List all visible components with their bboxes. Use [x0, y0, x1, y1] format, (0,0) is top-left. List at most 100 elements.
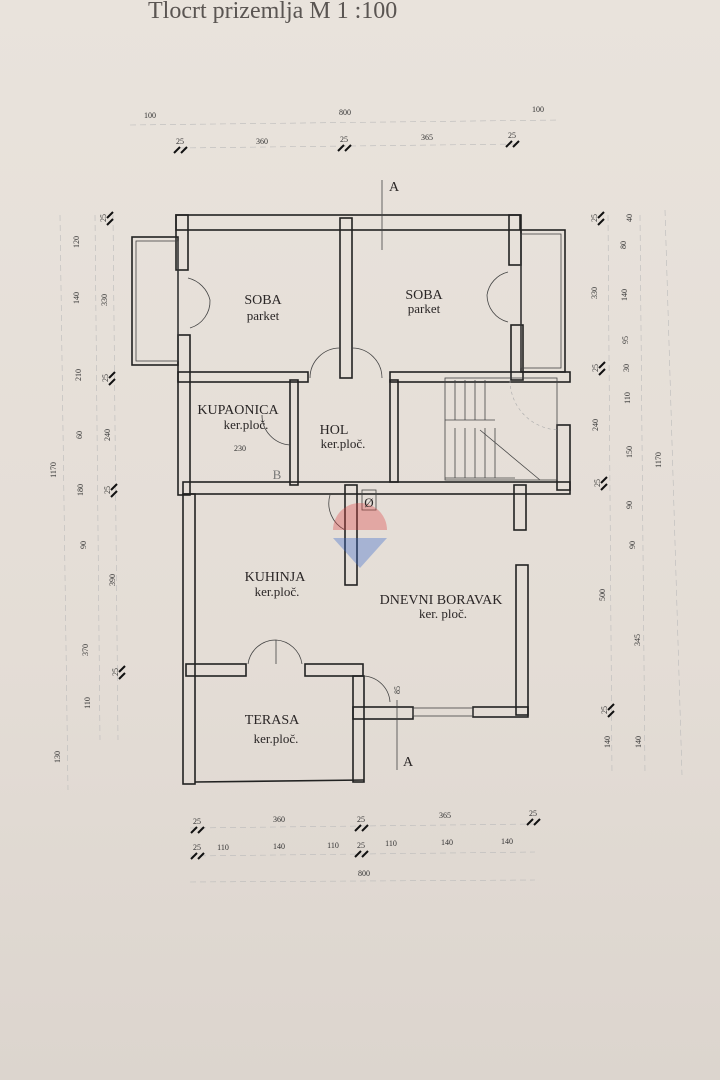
plan-title: Tlocrt prizemlja M 1 :100: [148, 0, 397, 24]
dimension-label: 140: [441, 838, 453, 847]
dimension-label: 390: [108, 574, 117, 586]
dimension-tick: [607, 703, 615, 711]
dimension-label: 365: [439, 811, 451, 820]
stairs: [445, 379, 561, 481]
dimension-tick: [597, 211, 605, 219]
room-floor-terasa: ker.ploč.: [254, 731, 299, 746]
dimension-label: 140: [501, 837, 513, 846]
dimension-tick: [354, 824, 362, 832]
room-floor-dnevni-boravak: ker. ploč.: [419, 606, 467, 621]
dimension-label: 110: [327, 841, 339, 850]
dimension-label: 240: [591, 419, 600, 431]
dimension-tick: [337, 144, 345, 152]
dimension-label: 40: [625, 214, 634, 222]
dimension-label: 25: [529, 809, 537, 818]
dimension-tick: [597, 218, 605, 226]
dimension-label: 110: [217, 843, 229, 852]
dimension-label: 150: [625, 446, 634, 458]
dimension-label: 110: [623, 392, 632, 404]
dimension-label: 25: [593, 479, 602, 487]
dimension-label: 800: [339, 108, 351, 117]
dimension-label: 25: [340, 135, 348, 144]
room-name-kupaonica: KUPAONICA: [197, 403, 279, 418]
dimension-label: 25: [111, 668, 120, 676]
dimension-label: 25: [590, 214, 599, 222]
dimension-label: 80: [619, 241, 628, 249]
dimension-tick: [361, 824, 369, 832]
dimension-label: 25: [357, 815, 365, 824]
dimension-label: 110: [385, 839, 397, 848]
dimension-label: 25: [99, 214, 108, 222]
dimension-tick: [600, 483, 608, 491]
kupaonica-mark: B: [273, 467, 282, 482]
kupaonica-note: 230: [234, 444, 246, 453]
dimension-label: 30: [622, 364, 631, 372]
dimension-label: 25: [193, 817, 201, 826]
dimension-label: 330: [590, 287, 599, 299]
room-name-soba-right: SOBA: [405, 288, 443, 303]
room-name-kuhinja: KUHINJA: [245, 570, 307, 585]
dimension-tick: [118, 665, 126, 673]
dimension-label: 140: [634, 736, 643, 748]
dimension-label: 370: [81, 644, 90, 656]
dimension-label: 90: [628, 541, 637, 549]
dimension-tick: [600, 476, 608, 484]
dimension-tick: [173, 146, 181, 154]
dimension-tick: [110, 483, 118, 491]
dimension-label: 100: [144, 111, 156, 120]
dimension-label: 180: [76, 484, 85, 496]
dimension-tick: [180, 146, 188, 154]
dimension-label: 100: [532, 105, 544, 114]
dimension-tick: [607, 710, 615, 718]
chimney-symbol: Ø: [364, 495, 373, 510]
dimension-label: 25: [103, 486, 112, 494]
dimension-label: 365: [421, 133, 433, 142]
dimension-tick: [505, 140, 513, 148]
section-mark-bottom: A: [403, 755, 414, 770]
dimension-tick: [344, 144, 352, 152]
dimension-tick: [190, 826, 198, 834]
room-floor-hol: ker.ploč.: [321, 436, 366, 451]
dimension-label: 90: [79, 541, 88, 549]
room-floor-kuhinja: ker.ploč.: [255, 584, 300, 599]
remax-watermark-logo: [333, 503, 387, 568]
dimension-tick: [598, 368, 606, 376]
dimension-tick: [354, 850, 362, 858]
dimension-label: 90: [625, 501, 634, 509]
dimension-ticks: [106, 140, 615, 860]
dimension-tick: [197, 852, 205, 860]
room-floor-kupaonica: ker.ploč.: [224, 417, 269, 432]
dimension-label: 330: [100, 294, 109, 306]
dimension-label: 25: [357, 841, 365, 850]
dimension-label: 140: [273, 842, 285, 851]
dimension-label: 500: [598, 589, 607, 601]
dimension-label: 60: [75, 431, 84, 439]
dimension-label: 25: [176, 137, 184, 146]
room-floor-soba-left: parket: [247, 308, 280, 323]
door-dimension: 85: [393, 686, 402, 694]
dimension-tick: [190, 852, 198, 860]
dimension-tick: [106, 218, 114, 226]
dimension-tick: [512, 140, 520, 148]
dimension-label: 1170: [654, 452, 663, 468]
dimension-lines: [59, 119, 683, 883]
dimension-label: 1170: [49, 462, 58, 478]
dimension-tick: [197, 826, 205, 834]
dimension-label: 345: [633, 634, 642, 646]
dimension-label: 360: [256, 137, 268, 146]
dimension-tick: [106, 211, 114, 219]
dimension-label: 360: [273, 815, 285, 824]
dimension-label: 240: [103, 429, 112, 441]
room-floor-soba-right: parket: [408, 301, 441, 316]
dimension-label: 25: [600, 706, 609, 714]
dimension-tick: [108, 378, 116, 386]
dimension-label: 140: [72, 292, 81, 304]
dimension-label: 95: [621, 336, 630, 344]
dimension-tick: [110, 490, 118, 498]
chimney: [361, 489, 377, 511]
dimension-label: 140: [603, 736, 612, 748]
dimension-tick: [533, 818, 541, 826]
dimension-label: 25: [193, 843, 201, 852]
dimension-label: 120: [72, 236, 81, 248]
